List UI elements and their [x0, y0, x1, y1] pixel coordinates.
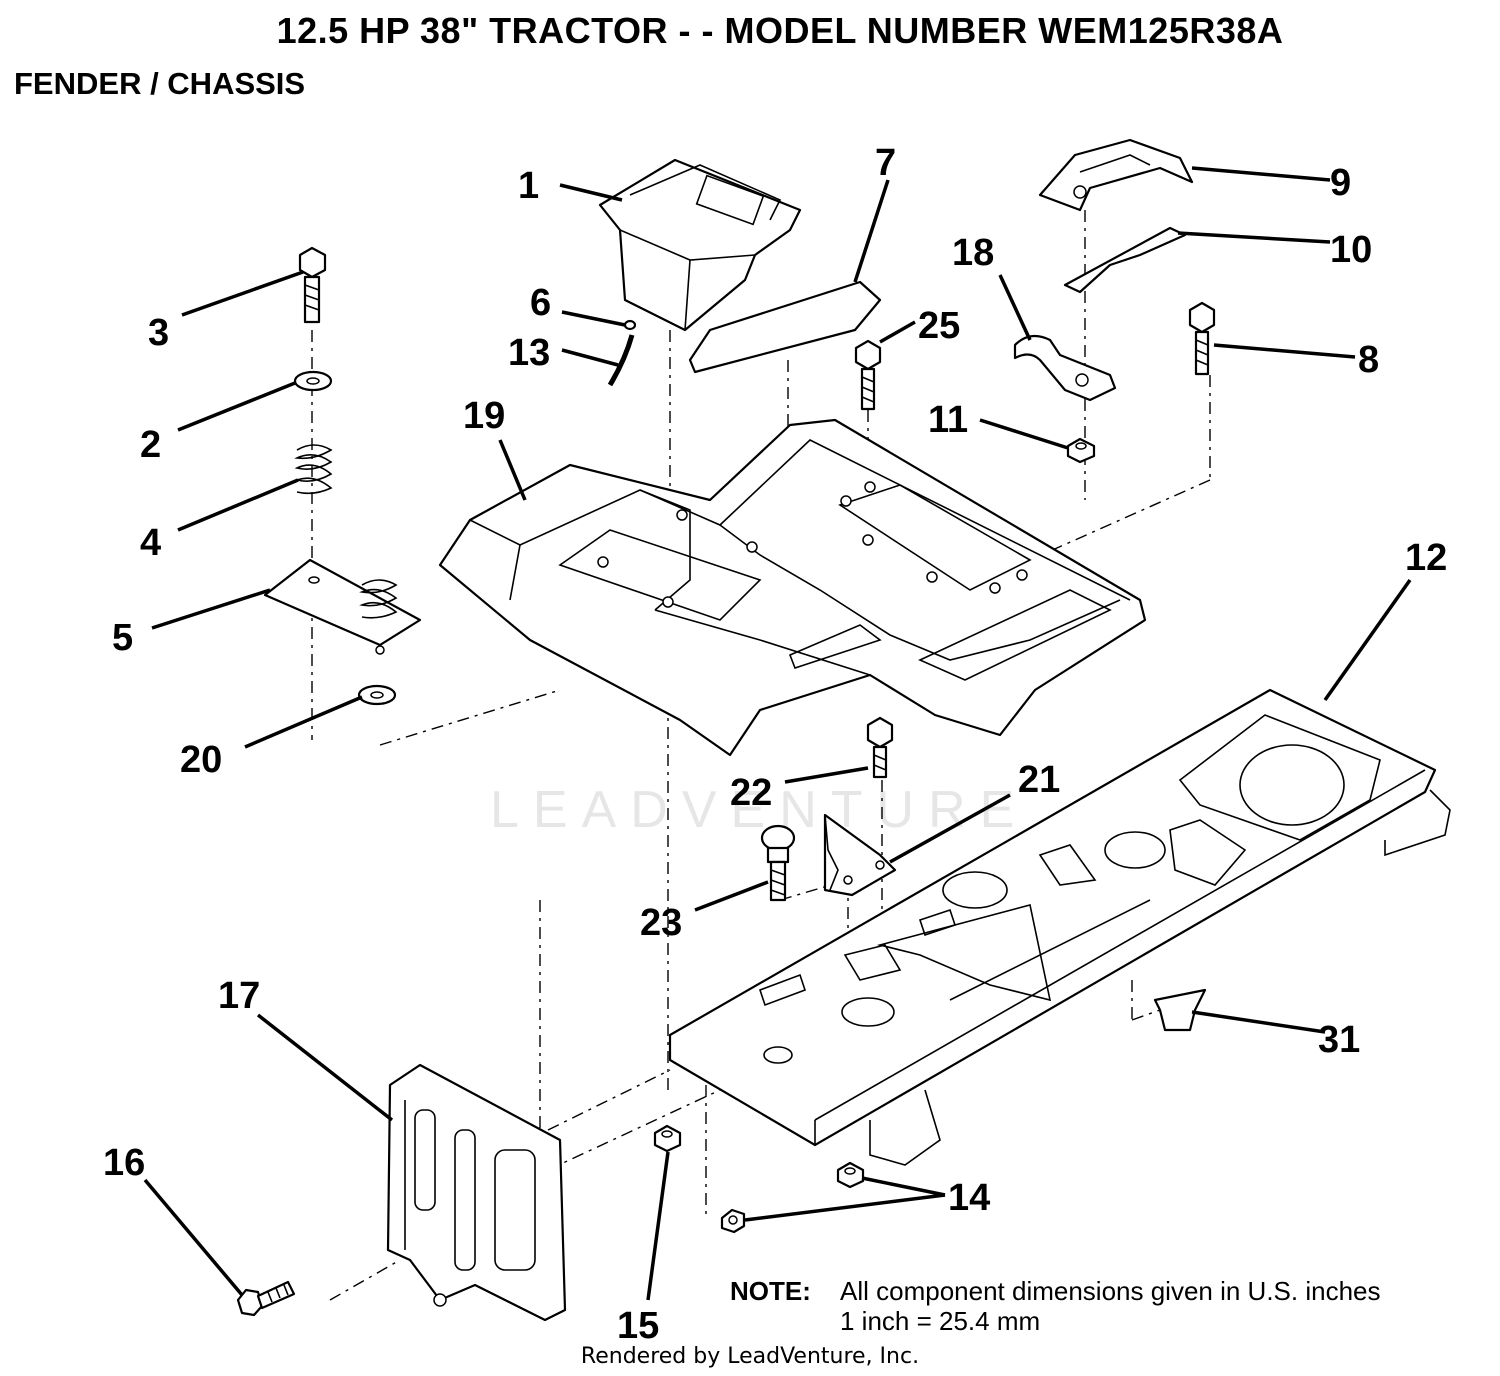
callout-3: 3 — [148, 312, 169, 354]
mounting-plate-17-part — [386, 1063, 567, 1322]
callout-31: 31 — [1318, 1019, 1360, 1061]
clamp-part — [1013, 334, 1117, 402]
callout-21: 21 — [1018, 759, 1060, 801]
nut-14b-part — [720, 1208, 746, 1234]
callout-25: 25 — [918, 305, 960, 347]
bolt-3-part — [298, 246, 327, 324]
callout-17: 17 — [218, 975, 260, 1017]
spacer-plate-part — [1063, 226, 1187, 294]
bolt-22-part — [866, 716, 894, 779]
callout-8: 8 — [1358, 339, 1379, 381]
frame-chassis-part — [668, 688, 1451, 1166]
callout-labels: 1 2 3 4 5 6 7 8 9 10 11 12 13 14 15 16 1… — [103, 142, 1447, 1347]
section-subtitle: FENDER / CHASSIS — [14, 66, 306, 101]
spring-plate-5-part — [263, 558, 422, 655]
callout-6: 6 — [530, 282, 551, 324]
callout-15: 15 — [617, 1305, 659, 1347]
callout-4: 4 — [140, 522, 161, 564]
callout-16: 16 — [103, 1142, 145, 1184]
fitting-6-part — [623, 319, 637, 331]
callout-23: 23 — [640, 902, 682, 944]
callout-5: 5 — [112, 617, 133, 659]
pad-part — [688, 280, 882, 374]
callout-22: 22 — [730, 772, 772, 814]
hose-13-part — [607, 334, 635, 387]
bolt-8-part — [1188, 301, 1216, 376]
spring-4-part — [294, 444, 333, 495]
callout-18: 18 — [952, 232, 994, 274]
carriage-bolt-23-part — [760, 824, 796, 902]
callout-7: 7 — [875, 142, 896, 184]
nut-11-part — [1066, 437, 1096, 464]
callout-1: 1 — [518, 165, 539, 207]
nut-14a-part — [836, 1161, 865, 1189]
callout-12: 12 — [1405, 537, 1447, 579]
clip-31-part — [1153, 988, 1207, 1032]
bracket-21-part — [823, 813, 897, 897]
battery-tray-part — [598, 158, 802, 332]
callout-13: 13 — [508, 332, 550, 374]
note-line-2: 1 inch = 25.4 mm — [840, 1306, 1041, 1336]
bolt-16-part — [236, 1280, 296, 1317]
callout-19: 19 — [463, 395, 505, 437]
callout-14: 14 — [948, 1177, 990, 1219]
leader-lines — [143, 166, 1412, 1301]
callout-10: 10 — [1330, 229, 1372, 271]
callout-2: 2 — [140, 424, 161, 466]
callout-20: 20 — [180, 739, 222, 781]
footer-credit: Rendered by LeadVenture, Inc. — [580, 1344, 920, 1369]
bolt-25-part — [854, 339, 882, 411]
note-line-1: All component dimensions given in U.S. i… — [840, 1276, 1381, 1306]
fender-part — [438, 418, 1147, 757]
nut-15-part — [653, 1124, 682, 1153]
callout-11: 11 — [928, 399, 968, 441]
washer-2-part — [293, 370, 333, 392]
page-title: 12.5 HP 38" TRACTOR - - MODEL NUMBER WEM… — [276, 10, 1284, 51]
cover-plate-part — [1038, 138, 1194, 212]
note-label: NOTE: — [730, 1276, 811, 1306]
callout-9: 9 — [1330, 162, 1351, 204]
watermark-text: LEADVENTURE — [490, 781, 1029, 839]
washer-20-part — [357, 684, 397, 706]
